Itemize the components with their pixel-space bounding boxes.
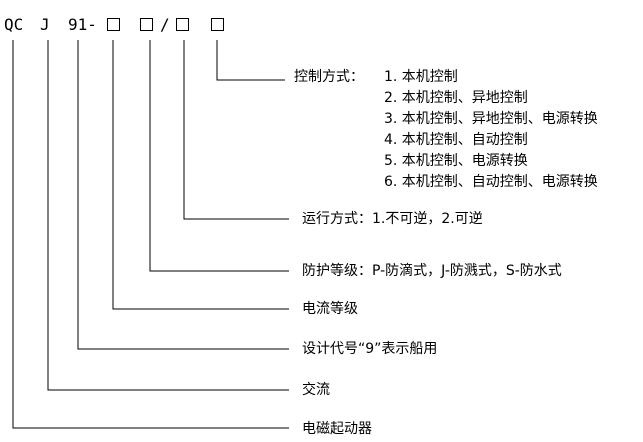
leader-run-mode — [183, 40, 289, 220]
placeholder-box-protection — [140, 18, 153, 31]
leader-control-mode — [216, 40, 285, 81]
placeholder-box-current — [107, 18, 120, 31]
code-slash: / — [160, 15, 170, 34]
label-run-mode: 运行方式：1.不可逆，2.可逆 — [302, 211, 483, 227]
control-option-4: 4. 本机控制、自动控制 — [384, 132, 528, 148]
leader-starter — [12, 40, 289, 429]
label-ac: 交流 — [302, 382, 330, 398]
label-design: 设计代号“9”表示船用 — [302, 341, 438, 357]
placeholder-box-control-mode — [211, 18, 224, 31]
leader-ac — [47, 40, 289, 391]
leader-protection — [149, 40, 289, 272]
control-option-5: 5. 本机控制、电源转换 — [384, 153, 528, 169]
label-control-mode: 控制方式： — [294, 69, 364, 85]
label-protection: 防护等级：P-防滴式，J-防溅式，S-防水式 — [302, 263, 562, 279]
label-starter: 电磁起动器 — [302, 421, 372, 437]
leader-design — [77, 40, 289, 350]
leader-current — [112, 40, 289, 310]
label-current: 电流等级 — [302, 301, 358, 317]
control-option-6: 6. 本机控制、自动控制、电源转换 — [384, 174, 598, 190]
control-option-3: 3. 本机控制、异地控制、电源转换 — [384, 111, 598, 127]
code-91: 91- — [68, 15, 97, 34]
control-option-2: 2. 本机控制、异地控制 — [384, 90, 528, 106]
code-j: J — [40, 15, 50, 34]
control-option-1: 1. 本机控制 — [384, 69, 458, 85]
code-qc: QC — [4, 15, 24, 34]
placeholder-box-run-mode — [176, 18, 189, 31]
